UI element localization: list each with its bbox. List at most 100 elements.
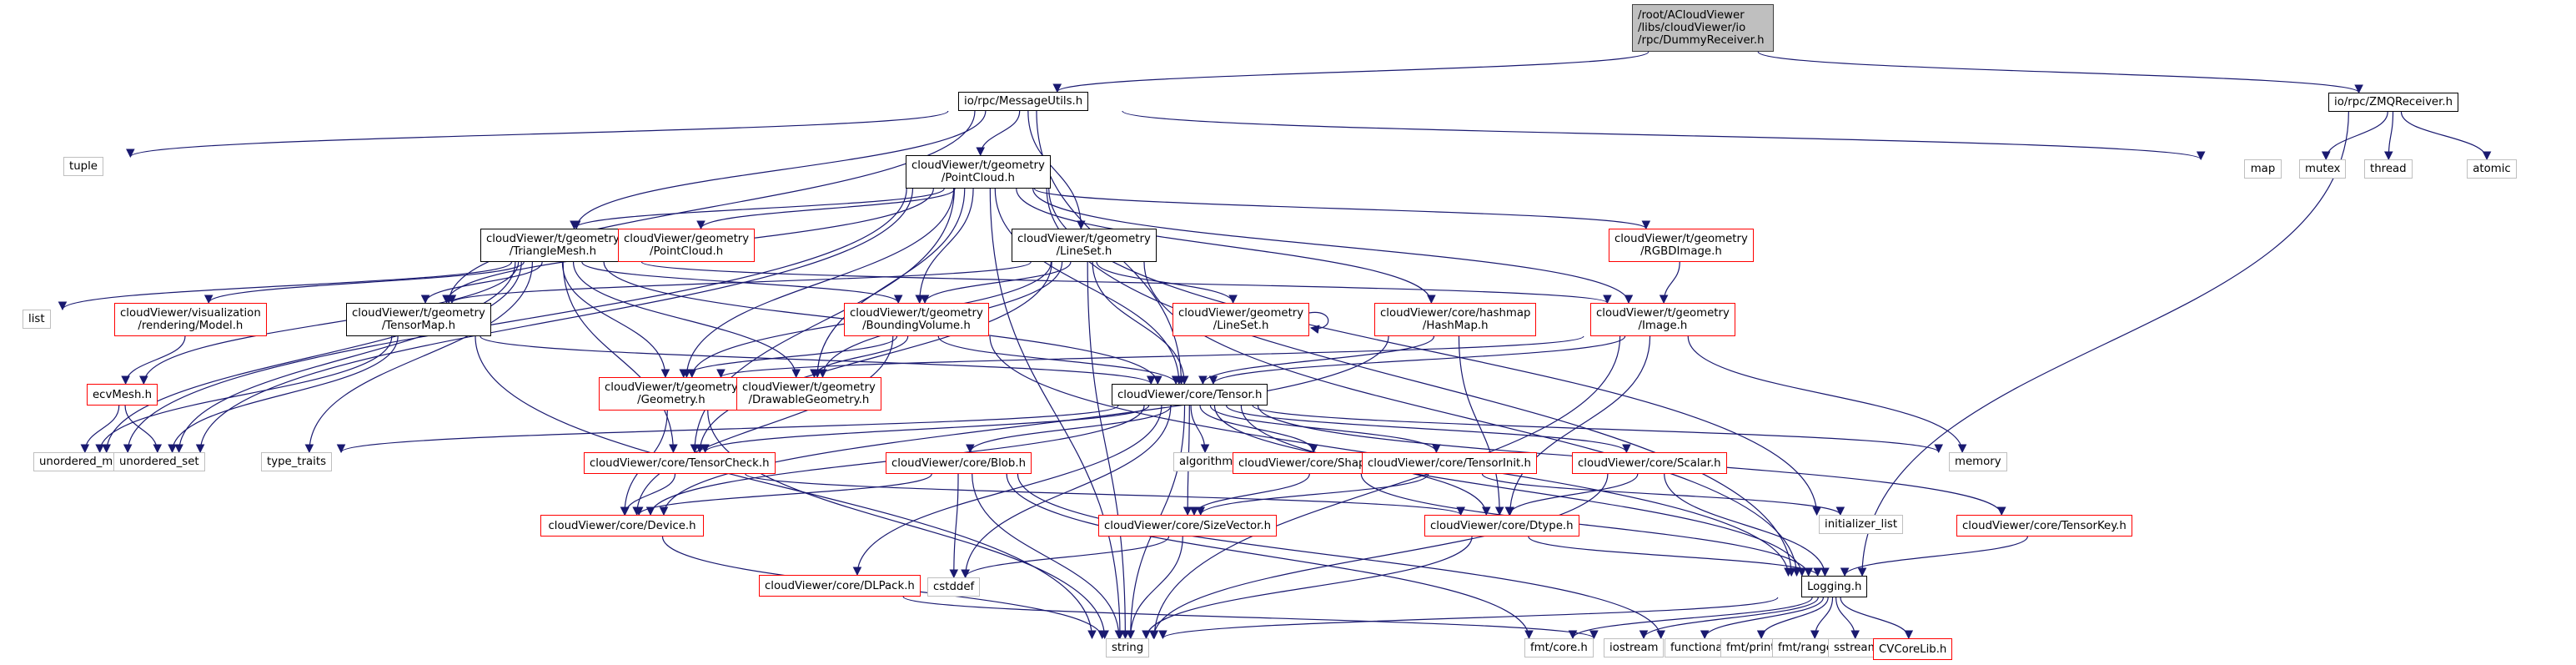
node-hashmap[interactable]: cloudViewer/core/hashmap/HashMap.h xyxy=(1374,303,1537,336)
edge-messageutils-to-map xyxy=(1122,110,2206,161)
edge-tensor-to-dlpack xyxy=(852,405,1162,577)
edge-messageutils-to-t-trianglemesh xyxy=(571,110,987,230)
node-blob[interactable]: cloudViewer/core/Blob.h xyxy=(886,452,1032,474)
node-label-line: /LineSet.h xyxy=(1213,320,1269,332)
node-label-line: thread xyxy=(2370,163,2407,175)
node-scalar[interactable]: cloudViewer/core/Scalar.h xyxy=(1572,452,1727,474)
node-label-line: cloudViewer/t/geometry xyxy=(605,381,738,394)
edge-t-tensormap-to-unordered-map xyxy=(95,335,393,454)
edge-t-trianglemesh-to-ecvmesh xyxy=(138,261,520,385)
node-tensorcheck[interactable]: cloudViewer/core/TensorCheck.h xyxy=(584,452,776,474)
node-label-line: cloudViewer/core/DLPack.h xyxy=(765,579,915,592)
node-tensorkey[interactable]: cloudViewer/core/TensorKey.h xyxy=(1956,515,2132,537)
node-geometry-lineset[interactable]: cloudViewer/geometry/LineSet.h xyxy=(1173,303,1310,336)
node-model[interactable]: cloudViewer/visualization/rendering/Mode… xyxy=(114,303,267,336)
node-iostream[interactable]: iostream xyxy=(1604,638,1665,657)
edge-scalar-to-string xyxy=(1148,473,1609,640)
node-ecvmesh[interactable]: ecvMesh.h xyxy=(87,384,158,406)
node-tensor[interactable]: cloudViewer/core/Tensor.h xyxy=(1112,384,1268,406)
node-label-line: cloudViewer/core/Device.h xyxy=(548,519,696,532)
edge-t-pointcloud-to-geometry-pointcloud xyxy=(696,188,956,230)
node-label-line: cloudViewer/core/Blob.h xyxy=(891,456,1027,470)
edge-messageutils-to-t-lineset xyxy=(1027,110,1086,230)
edge-tensorcheck-to-device xyxy=(620,473,676,516)
node-label-line: /HashMap.h xyxy=(1422,320,1489,332)
node-label-line: cloudViewer/t/geometry xyxy=(486,233,620,245)
node-dtype[interactable]: cloudViewer/core/Dtype.h xyxy=(1424,515,1579,537)
edge-hashmap-to-tensor xyxy=(1198,335,1435,385)
node-geometry-pointcloud[interactable]: cloudViewer/geometry/PointCloud.h xyxy=(618,229,756,262)
node-functional[interactable]: functional xyxy=(1665,638,1732,657)
node-initializer-list[interactable]: initializer_list xyxy=(1819,515,1904,534)
node-zmqreceiver[interactable]: io/rpc/ZMQReceiver.h xyxy=(2328,93,2459,112)
node-root[interactable]: /root/ACloudViewer/libs/cloudViewer/io/r… xyxy=(1632,4,1774,52)
edge-t-pointcloud-to-string xyxy=(989,188,1125,640)
edge-blob-to-cstddef xyxy=(949,473,959,579)
edge-shapeutil-to-logging xyxy=(1360,473,1813,577)
edge-t-trianglemesh-to-type-traits xyxy=(304,261,533,454)
node-label-line: cloudViewer/geometry xyxy=(1178,307,1304,320)
edge-tensorkey-to-logging xyxy=(1840,536,2028,577)
node-t-rgbdimage[interactable]: cloudViewer/t/geometry/RGBDImage.h xyxy=(1609,229,1754,262)
node-label-line: type_traits xyxy=(267,456,327,468)
node-sstream[interactable]: sstream xyxy=(1828,638,1885,657)
node-map[interactable]: map xyxy=(2244,159,2282,179)
edge-t-tensormap-to-tensor xyxy=(480,335,1156,385)
edge-t-pointcloud-to-unordered-set xyxy=(195,188,914,454)
node-logging[interactable]: Logging.h xyxy=(1801,576,1868,597)
node-label-line: iostream xyxy=(1609,642,1659,654)
node-label-line: cloudViewer/core/TensorKey.h xyxy=(1962,519,2127,532)
node-t-drawable[interactable]: cloudViewer/t/geometry/DrawableGeometry.… xyxy=(736,377,881,411)
node-messageutils[interactable]: io/rpc/MessageUtils.h xyxy=(958,92,1089,111)
edge-t-pointcloud-to-t-geometry xyxy=(682,188,955,379)
node-tensorinit[interactable]: cloudViewer/core/TensorInit.h xyxy=(1362,452,1537,474)
node-atomic[interactable]: atomic xyxy=(2467,159,2517,179)
node-t-pointcloud[interactable]: cloudViewer/t/geometry/PointCloud.h xyxy=(906,155,1051,189)
node-tuple[interactable]: tuple xyxy=(63,157,103,176)
node-type-traits[interactable]: type_traits xyxy=(261,452,333,471)
edge-sizevector-to-string xyxy=(1126,536,1183,640)
edge-t-pointcloud-to-t-drawable xyxy=(812,188,966,379)
node-t-boundingvolume[interactable]: cloudViewer/t/geometry/BoundingVolume.h xyxy=(844,303,989,336)
node-unordered-set[interactable]: unordered_set xyxy=(113,452,205,471)
node-t-geometry[interactable]: cloudViewer/t/geometry/Geometry.h xyxy=(599,377,744,411)
node-label-line: list xyxy=(28,313,45,325)
node-cstddef[interactable]: cstddef xyxy=(927,577,981,597)
node-algorithm[interactable]: algorithm xyxy=(1173,452,1239,471)
node-string[interactable]: string xyxy=(1106,638,1150,657)
node-label-line: cloudViewer/t/geometry xyxy=(352,307,485,320)
edge-t-pointcloud-to-hashmap xyxy=(1016,188,1436,305)
node-unordered-map[interactable]: unordered_map xyxy=(33,452,133,471)
node-dlpack[interactable]: cloudViewer/core/DLPack.h xyxy=(759,575,921,597)
node-label-line: cloudViewer/core/Scalar.h xyxy=(1578,456,1721,470)
node-memory[interactable]: memory xyxy=(1949,452,2007,471)
edge-t-image-to-dtype xyxy=(1505,335,1651,516)
node-label-line: /Geometry.h xyxy=(637,394,706,406)
node-label-line: fmt/core.h xyxy=(1530,642,1588,654)
node-t-trianglemesh[interactable]: cloudViewer/t/geometry/TriangleMesh.h xyxy=(480,229,625,262)
node-label-line: unordered_map xyxy=(39,456,127,468)
edge-dlpack-to-iostream xyxy=(902,596,1599,640)
edge-messageutils-to-tuple xyxy=(126,110,949,159)
node-thread[interactable]: thread xyxy=(2364,159,2413,179)
node-label-line: cloudViewer/t/geometry xyxy=(1017,233,1151,245)
node-fmt-core[interactable]: fmt/core.h xyxy=(1524,638,1594,657)
node-label-line: /rendering/Model.h xyxy=(138,320,244,332)
node-t-lineset[interactable]: cloudViewer/t/geometry/LineSet.h xyxy=(1012,229,1157,262)
node-mutex[interactable]: mutex xyxy=(2299,159,2347,179)
edge-logging-to-fmt-printf xyxy=(1756,597,1829,640)
node-label-line: Logging.h xyxy=(1807,580,1862,593)
node-device[interactable]: cloudViewer/core/Device.h xyxy=(540,515,704,537)
edge-tensor-to-blob xyxy=(966,405,1172,454)
edge-blob-to-device xyxy=(634,473,932,516)
node-t-tensormap[interactable]: cloudViewer/t/geometry/TensorMap.h xyxy=(346,303,491,336)
node-t-image[interactable]: cloudViewer/t/geometry/Image.h xyxy=(1590,303,1735,336)
edge-scalar-to-logging xyxy=(1664,473,1830,577)
node-list[interactable]: list xyxy=(23,310,51,329)
edge-logging-to-fmt-ranges xyxy=(1810,597,1834,640)
node-sizevector[interactable]: cloudViewer/core/SizeVector.h xyxy=(1098,515,1278,537)
node-label-line: cstddef xyxy=(933,581,975,593)
node-cvcorelib[interactable]: CVCoreLib.h xyxy=(1873,638,1953,660)
edge-t-image-to-tensor xyxy=(1208,335,1626,385)
